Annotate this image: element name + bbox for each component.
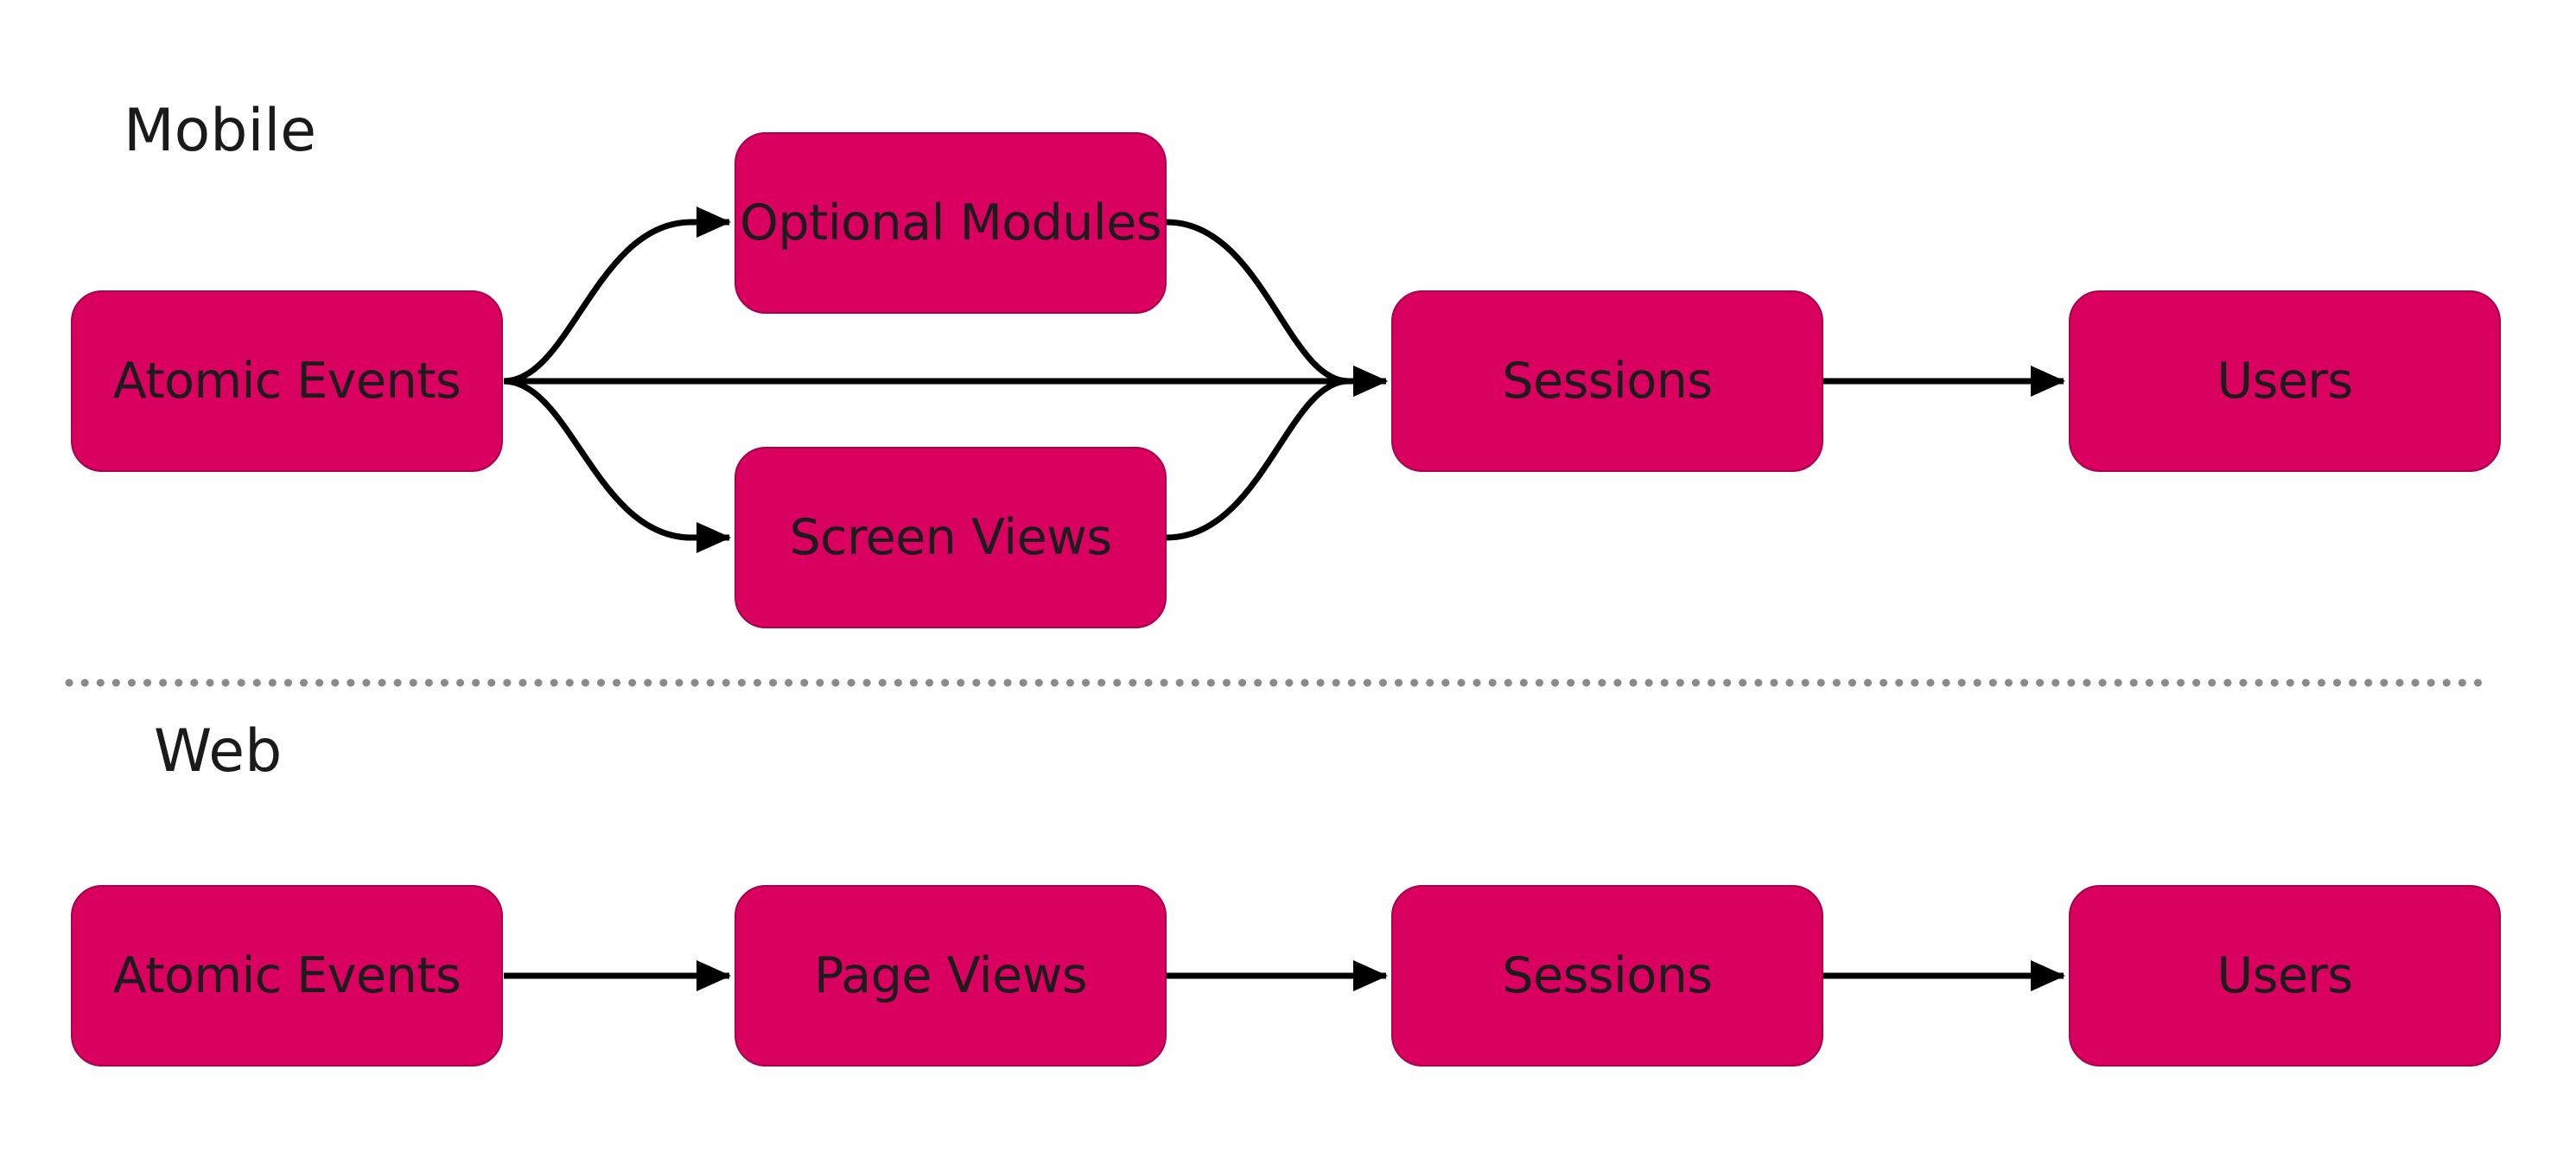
node-mobile-screen-views: Screen Views [735,447,1167,628]
edge-mobile-atomic-events-to-optional-modules [503,207,731,385]
section-label-mobile: Mobile [124,97,317,165]
node-web-sessions: Sessions [1391,885,1823,1067]
edge-mobile-atomic-events-to-screen-views [503,378,731,553]
edge-mobile-screen-views-to-sessions [1166,366,1388,541]
node-mobile-atomic-events: Atomic Events [71,290,503,472]
node-web-page-views: Page Views [735,885,1167,1067]
edge-mobile-optional-modules-to-sessions [1166,219,1388,397]
node-web-users: Users [2069,885,2501,1067]
node-mobile-optional-modules: Optional Modules [735,132,1167,314]
node-mobile-sessions: Sessions [1391,290,1823,472]
section-label-web: Web [154,717,283,786]
node-mobile-users: Users [2069,290,2501,472]
node-web-atomic-events: Atomic Events [71,885,503,1067]
